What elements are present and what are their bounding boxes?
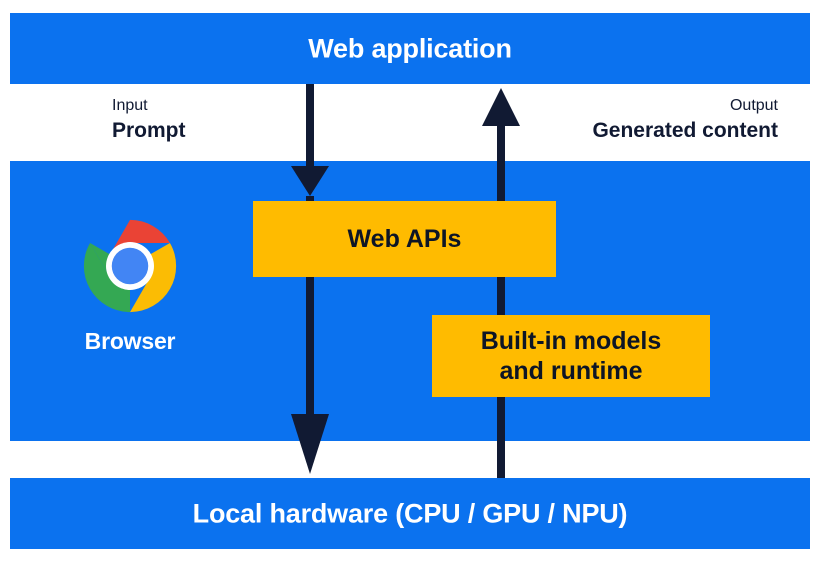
web-apis-label: Web APIs <box>347 224 462 253</box>
output-kicker-label: Output <box>729 97 778 114</box>
input-kicker-label: Input <box>112 97 148 114</box>
web-application-bar: Web application <box>10 13 810 84</box>
browser-label: Browser <box>84 328 176 354</box>
output-value-label: Generated content <box>592 119 778 142</box>
chrome-logo-icon <box>83 219 177 313</box>
browser-group: Browser <box>60 218 200 355</box>
built-in-models-box: Built-in models and runtime <box>432 315 710 397</box>
web-apis-box: Web APIs <box>253 201 556 277</box>
web-application-label: Web application <box>308 33 512 63</box>
local-hardware-bar: Local hardware (CPU / GPU / NPU) <box>10 478 810 549</box>
local-hardware-label: Local hardware (CPU / GPU / NPU) <box>192 498 628 528</box>
input-annotation: Input Prompt <box>112 96 186 144</box>
input-value-label: Prompt <box>112 119 186 142</box>
built-in-models-label: Built-in models and runtime <box>480 326 662 386</box>
output-annotation: Output Generated content <box>592 96 778 144</box>
